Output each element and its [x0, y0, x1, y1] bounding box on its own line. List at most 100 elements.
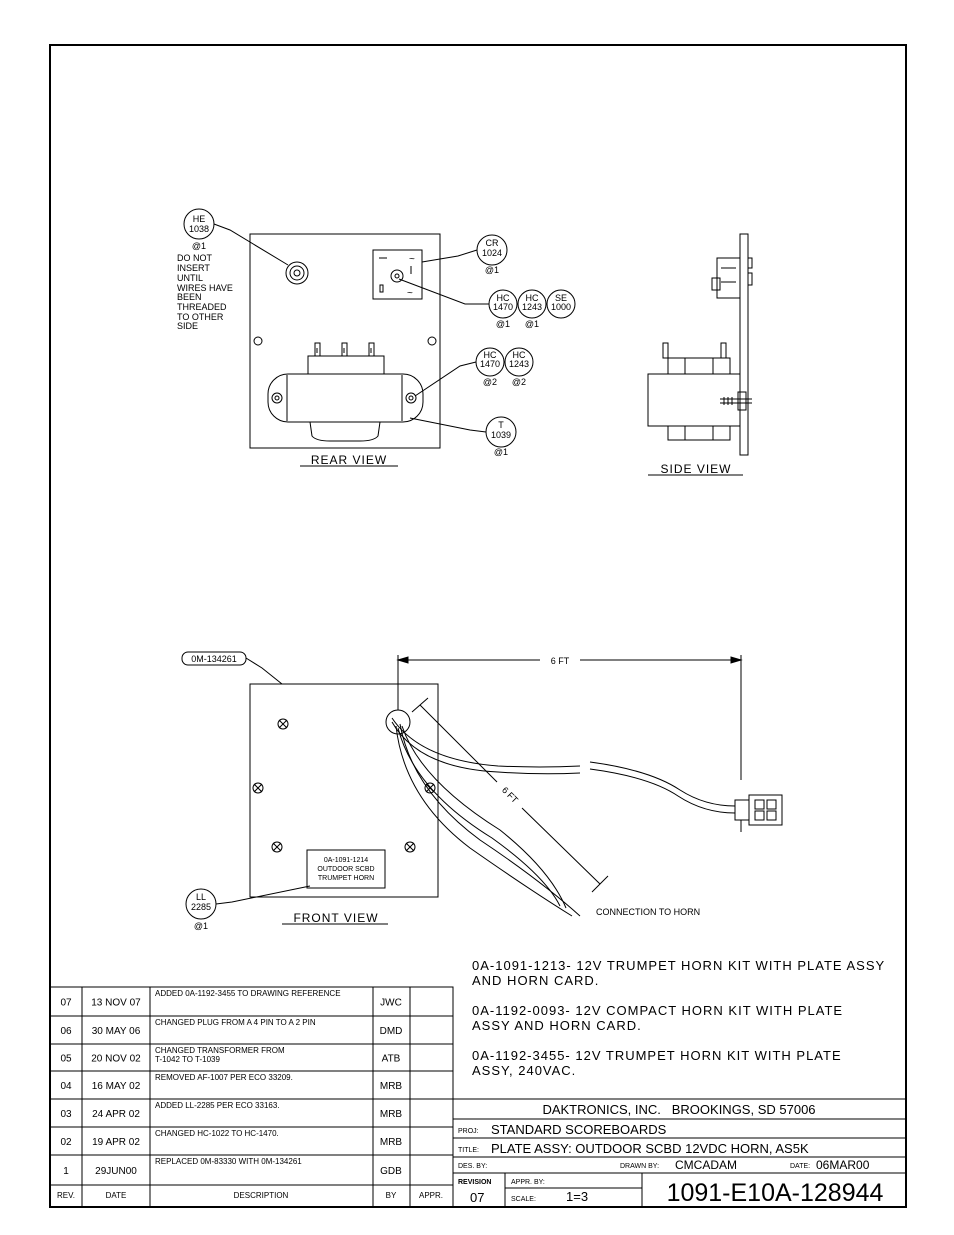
svg-text:@2: @2	[512, 377, 526, 387]
svg-text:REV.: REV.	[57, 1191, 75, 1200]
revision-cell: 06	[60, 1026, 72, 1037]
revision-date-cell: 19 APR 02	[92, 1137, 140, 1148]
note-2-line-1: 0A-1192-0093- 12V COMPACT HORN KIT WITH …	[472, 1003, 843, 1018]
svg-text:1243: 1243	[509, 359, 529, 369]
svg-text:0A-1091-1214: 0A-1091-1214	[324, 857, 368, 864]
callout-hc-1243-a: HC 1243 @1	[517, 289, 547, 329]
svg-text:~: ~	[409, 254, 415, 265]
front-plate	[249, 683, 439, 898]
svg-text:TRUMPET HORN: TRUMPET HORN	[318, 875, 374, 882]
screw	[252, 782, 264, 794]
svg-text:2285: 2285	[191, 902, 211, 912]
front-view: 0M-134261 0A-1091-1214 OUTDOOR SCBD TRUM…	[181, 651, 783, 931]
svg-text:@1: @1	[485, 265, 499, 275]
revision-description-cell: CHANGED TRANSFORMER FROM	[155, 1046, 285, 1055]
revision-description-cell: T-1042 TO T-1039	[155, 1055, 220, 1064]
svg-text:HE: HE	[193, 214, 206, 224]
horn-cable	[391, 717, 736, 917]
svg-text:BY: BY	[386, 1191, 397, 1200]
transformer-side	[647, 373, 741, 427]
note-1-line-2: AND HORN CARD.	[472, 973, 599, 988]
svg-text:~: ~	[407, 288, 413, 299]
revision-cell: 03	[60, 1109, 72, 1120]
revision-description-cell: REPLACED 0M-83330 WITH 0M-134261	[155, 1157, 302, 1166]
svg-text:TITLE:: TITLE:	[458, 1147, 479, 1154]
revision-description-cell: REMOVED AF-1007 PER ECO 33209.	[155, 1073, 293, 1082]
callout-he: HE 1038 @1	[183, 208, 289, 266]
revision-by-cell: JWC	[380, 998, 402, 1009]
svg-text:T: T	[498, 420, 504, 430]
revision-date-cell: 13 NOV 07	[91, 998, 141, 1009]
revision-by-cell: MRB	[380, 1109, 403, 1120]
revision-description-cell: CHANGED HC-1022 TO HC-1470.	[155, 1129, 279, 1138]
dimension-diagonal: 6 FT	[411, 697, 609, 893]
revision-by-cell: GDB	[380, 1166, 402, 1177]
revision-description-cell: ADDED 0A-1192-3455 TO DRAWING REFERENCE	[155, 989, 341, 998]
rear-plate	[249, 233, 441, 449]
revision-cell: 1	[63, 1166, 69, 1177]
company-name: DAKTRONICS, INC. BROOKINGS, SD 57006	[542, 1102, 815, 1117]
revision-date-cell: 24 APR 02	[92, 1109, 140, 1120]
title-block: DAKTRONICS, INC. BROOKINGS, SD 57006 PRO…	[452, 1098, 907, 1208]
project-name: STANDARD SCOREBOARDS	[491, 1122, 667, 1137]
screw	[271, 841, 283, 853]
revision-date-cell: 20 NOV 02	[91, 1054, 141, 1065]
svg-text:SIDE: SIDE	[177, 321, 198, 331]
callout-ll-2285: LL 2285 @1	[185, 885, 311, 931]
mount-hole	[253, 336, 263, 346]
svg-text:DESCRIPTION: DESCRIPTION	[234, 1191, 289, 1200]
dim-diagonal-label: 6 FT	[500, 785, 521, 806]
side-view-label: SIDE VIEW	[660, 462, 731, 476]
revision-description-cell: CHANGED PLUG FROM A 4 PIN TO A 2 PIN	[155, 1018, 316, 1027]
plate-label	[306, 849, 386, 889]
note-1-line-1: 0A-1091-1213- 12V TRUMPET HORN KIT WITH …	[472, 958, 885, 973]
callout-hc-1470-b: HC 1470 @2	[414, 347, 505, 397]
svg-text:1470: 1470	[480, 359, 500, 369]
callout-hc-1470-a: HC 1470 @1	[398, 278, 518, 329]
drawing-title: PLATE ASSY: OUTDOOR SCBD 12VDC HORN, AS5…	[491, 1141, 809, 1156]
revision-by-cell: ATB	[382, 1054, 401, 1065]
svg-text:TO OTHER: TO OTHER	[177, 312, 224, 322]
callout-hc-1243-b: HC 1243 @2	[504, 347, 534, 387]
svg-text:APPR.: APPR.	[419, 1191, 443, 1200]
revision-row: 05 20 NOV 02 CHANGED TRANSFORMER FROMT-104…	[60, 1046, 400, 1065]
transformer-core	[267, 373, 424, 423]
svg-text:THREADED: THREADED	[177, 302, 227, 312]
svg-text:@1: @1	[192, 241, 206, 251]
note-3-line-1: 0A-1192-3455- 12V TRUMPET HORN KIT WITH …	[472, 1048, 842, 1063]
svg-text:LL: LL	[196, 892, 206, 902]
drawing-number: 1091-E10A-128944	[667, 1179, 884, 1207]
svg-text:OUTDOOR SCBD: OUTDOOR SCBD	[317, 866, 374, 873]
svg-text:WIRES HAVE: WIRES HAVE	[177, 283, 233, 293]
screw	[404, 841, 416, 853]
rear-view-label: REAR VIEW	[311, 453, 387, 467]
note-2-line-2: ASSY AND HORN CARD.	[472, 1018, 642, 1033]
revision-by-cell: MRB	[380, 1081, 403, 1092]
transformer-body	[307, 355, 385, 375]
svg-text:INSERT: INSERT	[177, 263, 210, 273]
callout-cr: CR 1024 @1	[421, 234, 508, 275]
revision-by-cell: DMD	[380, 1026, 403, 1037]
svg-text:HC: HC	[513, 350, 526, 360]
svg-text:@2: @2	[483, 377, 497, 387]
kit-notes: 0A-1091-1213- 12V TRUMPET HORN KIT WITH …	[472, 958, 885, 1078]
connector-plug	[734, 794, 783, 832]
svg-text:APPR. BY:: APPR. BY:	[511, 1179, 545, 1186]
drawing-date: 06MAR00	[816, 1158, 870, 1172]
dim-horizontal-label: 6 FT	[551, 656, 570, 666]
svg-text:PROJ:: PROJ:	[458, 1128, 479, 1135]
revision-cell: 04	[60, 1081, 72, 1092]
svg-text:1038: 1038	[189, 224, 209, 234]
svg-text:HC: HC	[484, 350, 497, 360]
front-view-label: FRONT VIEW	[293, 911, 378, 925]
rectifier	[372, 249, 423, 300]
callout-t-1039: T 1039 @1	[409, 416, 517, 457]
svg-text:HC: HC	[497, 293, 510, 303]
revision-cell: 05	[60, 1054, 72, 1065]
